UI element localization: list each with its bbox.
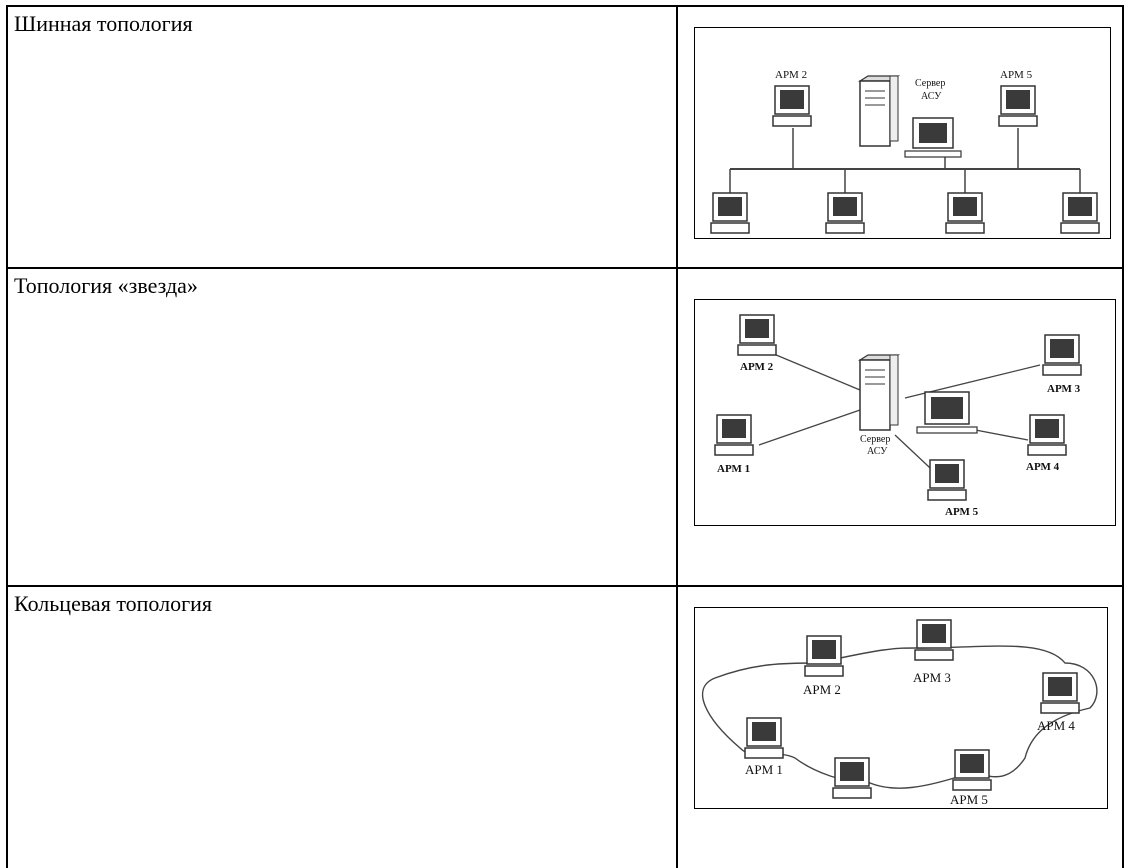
ring-label-arm2: АРМ 2 xyxy=(803,682,841,697)
ring-label-arm3: АРМ 3 xyxy=(913,670,951,685)
ring-label-arm4: АРМ 4 xyxy=(1037,718,1075,733)
star-label-server: Сервер xyxy=(860,434,890,445)
workstation-icon xyxy=(737,314,777,356)
star-topology-diagram: АРМ 2 АРМ 1 Сервер АСУ АРМ 3 АРМ 4 АРМ 5 xyxy=(694,299,1116,526)
star-label-arm5: АРМ 5 xyxy=(945,506,979,518)
workstation-icon xyxy=(714,414,754,456)
bus-label-arm5: АРМ 5 xyxy=(1000,69,1033,81)
ring-label-arm5: АРМ 5 xyxy=(950,792,988,807)
workstation-icon xyxy=(825,192,865,234)
workstation-icon xyxy=(927,459,967,501)
star-topology-label: Топология «звезда» xyxy=(6,267,678,587)
ring-label-arm1: АРМ 1 xyxy=(745,762,783,777)
ring-topology-label: Кольцевая топология xyxy=(6,585,678,868)
server-monitor-icon xyxy=(904,117,962,158)
workstation-icon xyxy=(832,757,872,799)
workstation-icon xyxy=(744,717,784,759)
workstation-icon xyxy=(998,85,1038,127)
star-label-arm2: АРМ 2 xyxy=(740,361,774,373)
bus-topology-diagram: АРМ 2 Сервер АСУ АРМ 5 xyxy=(694,27,1111,239)
ring-topology-cell: АРМ 2 АРМ 3 АРМ 4 АРМ 1 АРМ 5 xyxy=(676,585,1124,868)
star-label-asu: АСУ xyxy=(867,446,888,457)
workstation-icon xyxy=(710,192,750,234)
workstation-icon xyxy=(945,192,985,234)
workstation-icon xyxy=(914,619,954,661)
table-row-star: Топология «звезда» xyxy=(6,267,1124,587)
server-icon xyxy=(857,75,901,147)
cropped-heading-strip xyxy=(0,0,1125,6)
star-label-arm1: АРМ 1 xyxy=(717,463,750,475)
workstation-icon xyxy=(1027,414,1067,456)
bus-label-arm2: АРМ 2 xyxy=(775,69,807,81)
workstation-icon xyxy=(952,749,992,791)
bus-label-asu: АСУ xyxy=(921,91,942,102)
ring-topology-diagram: АРМ 2 АРМ 3 АРМ 4 АРМ 1 АРМ 5 xyxy=(694,607,1108,809)
star-label-arm4: АРМ 4 xyxy=(1026,461,1060,473)
bus-topology-label: Шинная топология xyxy=(6,5,678,269)
workstation-icon xyxy=(772,85,812,127)
server-monitor-icon xyxy=(916,391,978,434)
topology-table: Шинная топология xyxy=(6,5,1124,868)
workstation-icon xyxy=(1060,192,1100,234)
table-row-bus: Шинная топология xyxy=(6,5,1124,269)
star-topology-cell: АРМ 2 АРМ 1 Сервер АСУ АРМ 3 АРМ 4 АРМ 5 xyxy=(676,267,1124,587)
workstation-icon xyxy=(804,635,844,677)
workstation-icon xyxy=(1042,334,1082,376)
bus-topology-cell: АРМ 2 Сервер АСУ АРМ 5 xyxy=(676,5,1124,269)
server-icon xyxy=(857,354,901,431)
bus-label-server: Сервер xyxy=(915,78,945,89)
workstation-icon xyxy=(1040,672,1080,714)
table-row-ring: Кольцевая топология xyxy=(6,585,1124,868)
star-label-arm3: АРМ 3 xyxy=(1047,383,1081,395)
